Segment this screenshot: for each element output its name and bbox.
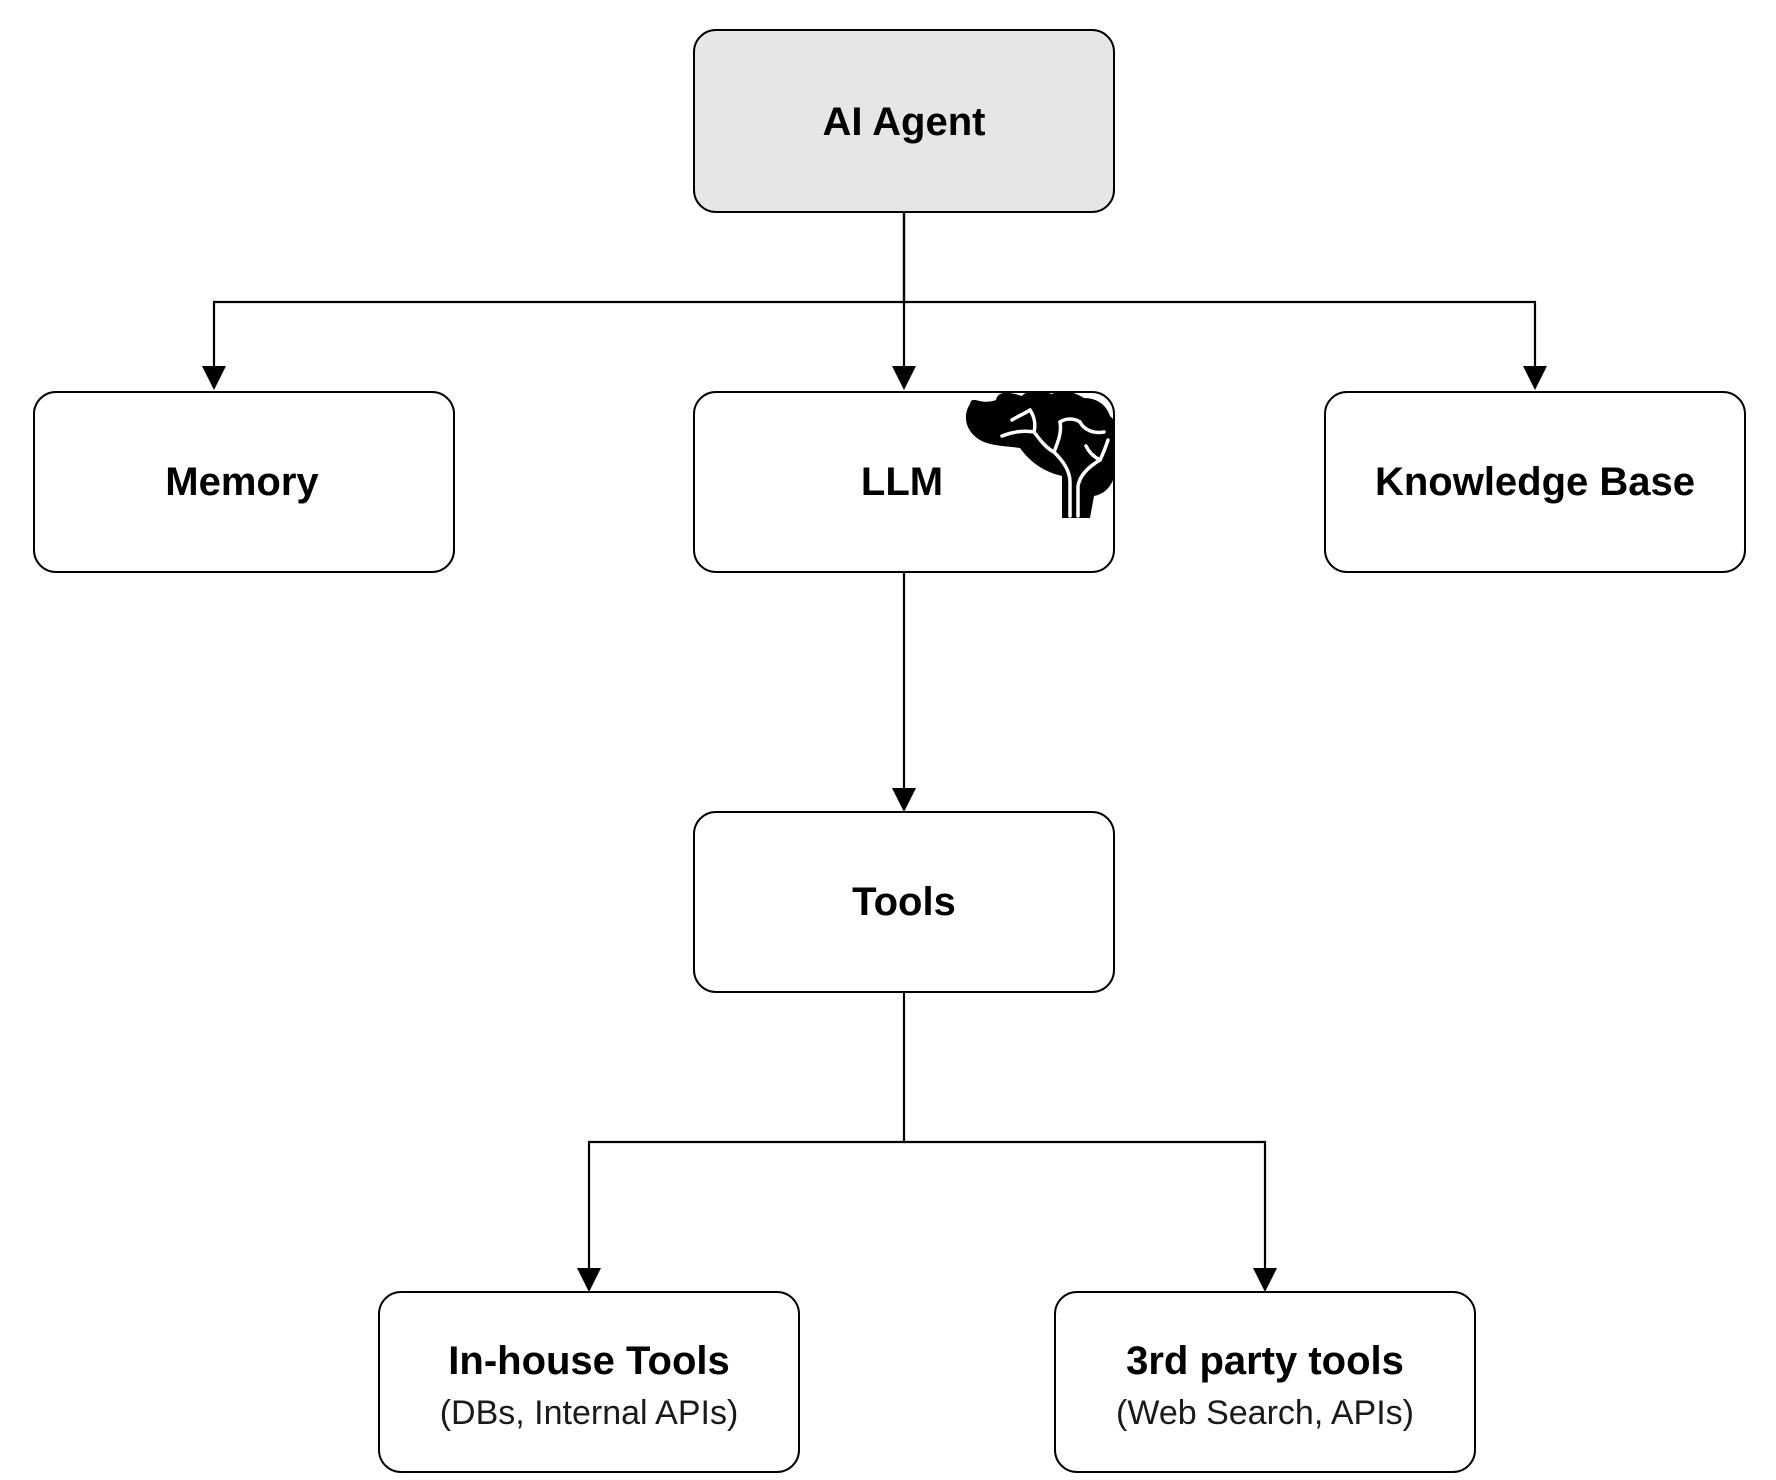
node-third-party-tools-box bbox=[1054, 1291, 1476, 1473]
node-tools-box bbox=[693, 811, 1115, 993]
arrowhead-kb bbox=[1523, 366, 1547, 390]
node-in-house-tools-subtitle: (DBs, Internal APIs) bbox=[440, 1394, 739, 1432]
brain-icon bbox=[965, 391, 1114, 518]
node-ai-agent[interactable]: AI Agent bbox=[693, 29, 1115, 213]
node-tools[interactable]: Tools bbox=[693, 811, 1115, 993]
edge-agent-kb bbox=[904, 300, 1537, 370]
node-in-house-tools-title: In-house Tools bbox=[448, 1339, 729, 1383]
arrowhead-thirdparty bbox=[1253, 1268, 1277, 1292]
node-llm-title: LLM bbox=[861, 460, 943, 504]
arrowhead-tools bbox=[892, 788, 916, 812]
node-third-party-tools[interactable]: 3rd party tools (Web Search, APIs) bbox=[1054, 1291, 1476, 1473]
arrowhead-memory bbox=[202, 366, 226, 390]
node-knowledge-base[interactable]: Knowledge Base bbox=[1324, 391, 1746, 573]
edges bbox=[202, 212, 1547, 1292]
node-memory-title: Memory bbox=[165, 460, 319, 504]
arrowhead-llm bbox=[892, 366, 916, 390]
node-memory-box bbox=[33, 391, 455, 573]
node-ai-agent-title: AI Agent bbox=[823, 100, 986, 144]
node-llm[interactable]: LLM bbox=[693, 391, 1115, 573]
node-in-house-tools-box bbox=[378, 1291, 800, 1473]
node-knowledge-base-title: Knowledge Base bbox=[1375, 460, 1695, 504]
node-memory[interactable]: Memory bbox=[33, 391, 455, 573]
node-tools-title: Tools bbox=[852, 880, 956, 924]
node-in-house-tools[interactable]: In-house Tools (DBs, Internal APIs) bbox=[378, 1291, 800, 1473]
node-ai-agent-box bbox=[693, 29, 1115, 213]
edge-tools-inhouse bbox=[587, 992, 906, 1272]
node-knowledge-base-box bbox=[1324, 391, 1746, 573]
node-third-party-tools-subtitle: (Web Search, APIs) bbox=[1116, 1394, 1414, 1432]
edge-tools-thirdparty bbox=[904, 1140, 1267, 1272]
arrowhead-inhouse bbox=[577, 1268, 601, 1292]
node-third-party-tools-title: 3rd party tools bbox=[1126, 1339, 1404, 1383]
edge-agent-memory bbox=[212, 212, 906, 370]
